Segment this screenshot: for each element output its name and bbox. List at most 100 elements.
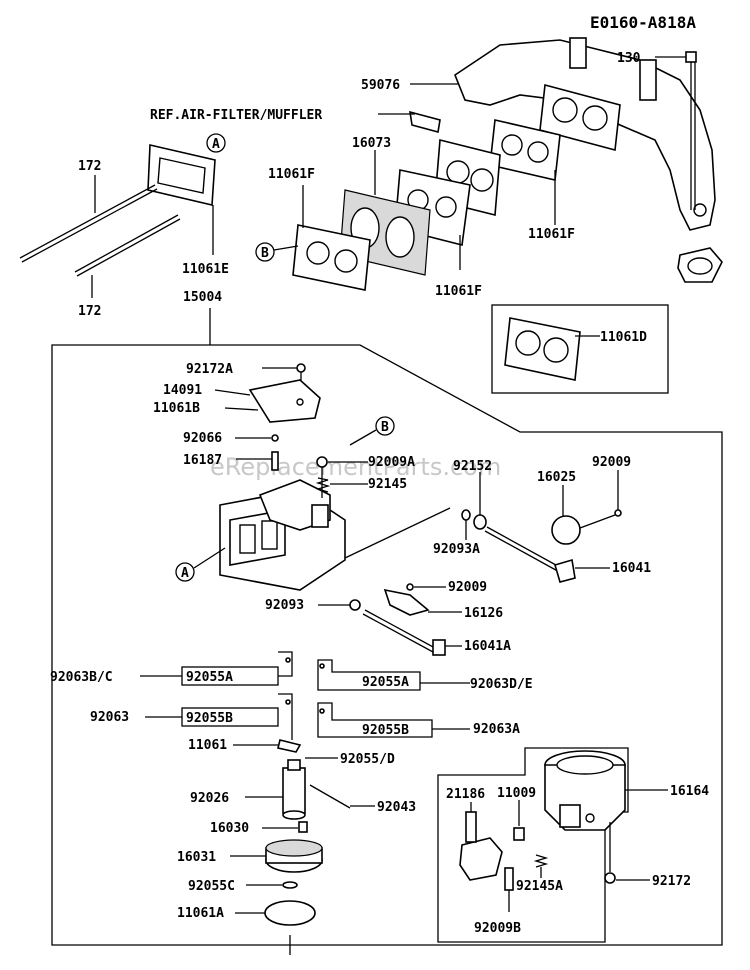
choke-shaft-16041a bbox=[364, 609, 436, 649]
label-92152: 92152 bbox=[453, 459, 492, 474]
label-11061f-left: 11061F bbox=[268, 167, 315, 182]
ref-note: REF.AIR-FILTER/MUFFLER bbox=[150, 108, 322, 123]
jet-16187 bbox=[271, 451, 279, 471]
leader-shaft bbox=[344, 507, 451, 559]
screw-92009b bbox=[504, 867, 514, 891]
label-92009b: 92009B bbox=[474, 921, 521, 936]
label-16187: 16187 bbox=[183, 453, 222, 468]
jet-16030 bbox=[298, 821, 308, 833]
intake-manifold bbox=[454, 37, 716, 231]
label-14091: 14091 bbox=[163, 383, 202, 398]
label-92063a: 92063A bbox=[473, 722, 520, 737]
wire-92043 bbox=[309, 784, 351, 809]
label-16164: 16164 bbox=[670, 784, 709, 799]
screw-92009a bbox=[316, 456, 328, 468]
label-16041a: 16041A bbox=[464, 639, 511, 654]
label-92063: 92063 bbox=[90, 710, 129, 725]
lever-16041 bbox=[554, 558, 576, 583]
stud-172-top bbox=[19, 184, 158, 263]
seal-92152 bbox=[473, 514, 487, 530]
callout-a-top bbox=[206, 133, 226, 153]
gasket-11061c bbox=[677, 247, 723, 283]
label-92026: 92026 bbox=[190, 791, 229, 806]
choke-plate-16126 bbox=[383, 588, 430, 616]
seal-92093a-outer bbox=[461, 509, 471, 521]
screw-92172a bbox=[296, 363, 306, 373]
solenoid-92026 bbox=[282, 759, 306, 820]
label-11061b: 11061B bbox=[153, 401, 200, 416]
label-92055a-left: 92055A bbox=[186, 670, 233, 685]
label-92093: 92093 bbox=[265, 598, 304, 613]
callout-b-bottom-letter: B bbox=[381, 420, 389, 435]
label-16041: 16041 bbox=[612, 561, 651, 576]
label-92063bc: 92063B/C bbox=[50, 670, 113, 685]
label-16073: 16073 bbox=[352, 136, 391, 151]
screw-92009-right bbox=[614, 509, 622, 517]
label-92093a: 92093A bbox=[433, 542, 480, 557]
throttle-body-boundary bbox=[437, 747, 629, 943]
gasket-11061f-left bbox=[292, 224, 371, 291]
gasket-11061e bbox=[147, 144, 216, 206]
label-59076: 59076 bbox=[361, 78, 400, 93]
label-21186: 21186 bbox=[446, 787, 485, 802]
gasket-11009 bbox=[513, 827, 525, 841]
callout-a-bottom bbox=[175, 562, 195, 582]
choke-lever bbox=[432, 639, 446, 656]
callout-a-bottom-letter: A bbox=[181, 566, 189, 581]
callout-a-top-letter: A bbox=[212, 137, 220, 152]
label-92055b-left: 92055B bbox=[186, 711, 233, 726]
label-92063de: 92063D/E bbox=[470, 677, 533, 692]
gasket-11061d bbox=[504, 317, 581, 381]
label-92172: 92172 bbox=[652, 874, 691, 889]
callout-b-top-letter: B bbox=[261, 246, 269, 261]
spring-92145a bbox=[533, 854, 549, 868]
label-92009a: 92009A bbox=[368, 455, 415, 470]
box-92055b-left bbox=[181, 707, 279, 727]
label-16025: 16025 bbox=[537, 470, 576, 485]
label-16030: 16030 bbox=[210, 821, 249, 836]
box-92055a-right bbox=[317, 659, 421, 691]
diagram-code: E0160-A818A bbox=[590, 13, 696, 32]
plug-92066 bbox=[271, 434, 279, 442]
callout-b-bottom bbox=[375, 416, 395, 436]
label-15004: 15004 bbox=[183, 290, 222, 305]
screw-92009-middle bbox=[406, 583, 414, 591]
label-11061d: 11061D bbox=[600, 330, 647, 345]
cover-14091 bbox=[248, 379, 321, 423]
callout-b-top bbox=[255, 242, 275, 262]
label-11009: 11009 bbox=[497, 786, 536, 801]
carburetor-assembly-boundary bbox=[51, 344, 723, 946]
seal-92093 bbox=[349, 599, 361, 611]
label-92145: 92145 bbox=[368, 477, 407, 492]
label-92055a-right: 92055A bbox=[362, 675, 409, 690]
label-130: 130 bbox=[617, 51, 641, 66]
label-92172a: 92172A bbox=[186, 362, 233, 377]
label-92066: 92066 bbox=[183, 431, 222, 446]
label-172-bottom: 172 bbox=[78, 304, 101, 319]
label-16126: 16126 bbox=[464, 606, 503, 621]
label-92145a: 92145A bbox=[516, 879, 563, 894]
oring-92055c bbox=[282, 881, 298, 889]
gasket-11061 bbox=[277, 739, 302, 753]
label-11061e: 11061E bbox=[182, 262, 229, 277]
spring-92145 bbox=[315, 477, 331, 493]
watermark: eReplacementParts.com bbox=[210, 453, 501, 481]
label-11061f-middle: 11061F bbox=[435, 284, 482, 299]
throttle-plate-16025 bbox=[551, 515, 581, 545]
label-11061a: 11061A bbox=[177, 906, 224, 921]
carburetor-body bbox=[219, 479, 346, 591]
stud-172-bottom bbox=[74, 214, 181, 277]
label-92043: 92043 bbox=[377, 800, 416, 815]
label-92009-right: 92009 bbox=[592, 455, 631, 470]
label-92055b-right: 92055B bbox=[362, 723, 409, 738]
label-92009-middle: 92009 bbox=[448, 580, 487, 595]
inset-box-11061d bbox=[491, 304, 669, 394]
label-11061: 11061 bbox=[188, 738, 227, 753]
gasket-11061a bbox=[264, 900, 316, 926]
label-92055d: 92055/D bbox=[340, 752, 395, 767]
throttle-shaft-16041 bbox=[486, 526, 566, 571]
sensor-21186 bbox=[459, 811, 503, 881]
float-16031 bbox=[265, 839, 323, 873]
